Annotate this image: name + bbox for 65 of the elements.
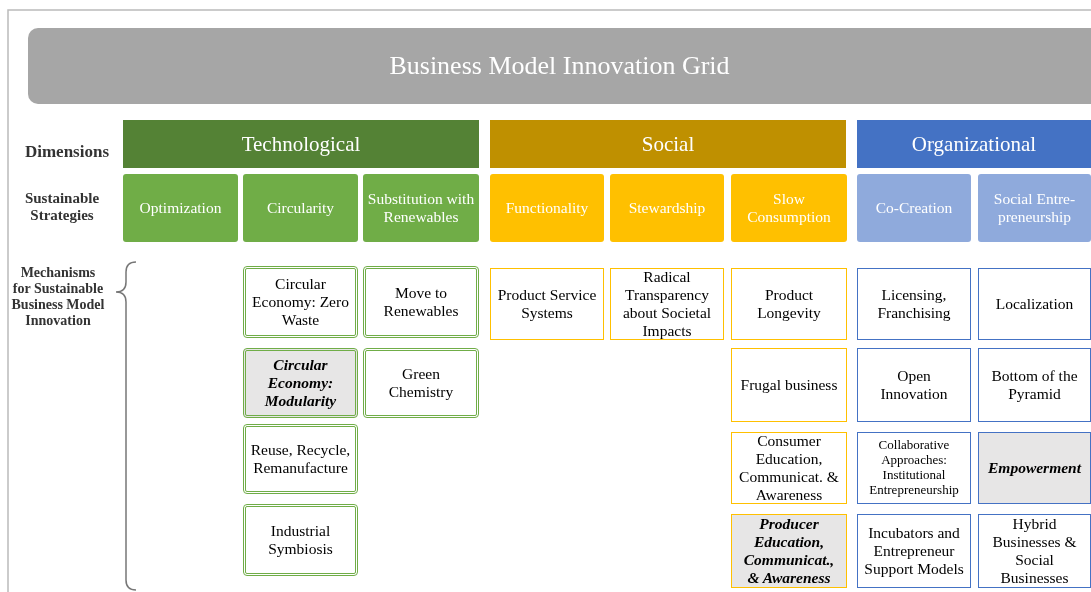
mechanism-box xyxy=(857,348,971,422)
mechanism-box xyxy=(363,266,479,338)
box-text: Circular Economy: Zero Waste xyxy=(251,275,350,329)
mechanism-box xyxy=(978,514,1091,588)
box-text: Empowerment xyxy=(988,459,1081,477)
strategy-box xyxy=(243,174,358,242)
box-text: Green Chemistry xyxy=(387,365,455,401)
strategy-box xyxy=(490,174,604,242)
mechanism-box xyxy=(243,348,358,418)
box-text: Licensing, Franchising xyxy=(876,286,952,322)
dimension-header xyxy=(490,120,846,168)
mechanism-box xyxy=(857,268,971,340)
mechanism-box xyxy=(857,432,971,504)
mechanism-box xyxy=(243,424,358,494)
box-text: Circular Economy: Modularity xyxy=(263,356,338,410)
mechanism-box xyxy=(731,514,847,588)
box-text: Co-Creation xyxy=(875,199,953,217)
box-text: Substitution with Renewables xyxy=(367,190,475,226)
mechanism-box xyxy=(243,504,358,576)
box-text: Frugal business xyxy=(740,376,838,394)
box-text: Organizational xyxy=(911,131,1037,157)
box-text: Social Entre-preneurship xyxy=(992,190,1077,226)
box-text: Functionality xyxy=(505,199,589,217)
strategy-box xyxy=(857,174,971,242)
mechanism-box xyxy=(857,514,971,588)
box-text: Collaborative Approaches: Institutional Entrepreneurship xyxy=(868,438,960,498)
mechanism-box xyxy=(363,348,479,418)
strategy-box xyxy=(610,174,724,242)
row-label: Sustainable Strategies xyxy=(23,190,101,224)
box-text: Localization xyxy=(995,295,1074,313)
row-label: Dimensions xyxy=(23,142,111,162)
box-text: Social xyxy=(641,131,695,157)
title-banner: Business Model Innovation Grid xyxy=(28,28,1091,104)
row-label: Mechanisms for Sustainable Business Model Innovation xyxy=(10,265,106,329)
box-text: Circularity xyxy=(266,199,335,217)
box-text: Open Innovation xyxy=(879,367,949,403)
dimension-header xyxy=(123,120,479,168)
box-text: Hybrid Businesses & Social Businesses xyxy=(991,515,1078,587)
box-text: Move to Renewables xyxy=(382,284,460,320)
mechanism-box xyxy=(490,268,604,340)
box-text: Consumer Education, Communicat. & Awareness xyxy=(738,432,840,504)
mechanism-box xyxy=(731,268,847,340)
strategy-box xyxy=(978,174,1091,242)
box-text: Producer Education, Communicat., & Awareness xyxy=(742,515,836,587)
box-text: Incubators and Entrepreneur Support Models xyxy=(863,524,965,578)
box-text: Product Service Systems xyxy=(496,286,598,322)
mechanism-box xyxy=(610,268,724,340)
box-text: Technological xyxy=(241,131,361,157)
box-text: Stewardship xyxy=(628,199,706,217)
mechanism-box xyxy=(978,268,1091,340)
strategy-box xyxy=(123,174,238,242)
box-text: Radical Transparency about Societal Impacts xyxy=(621,268,713,340)
box-text: Product Longevity xyxy=(756,286,822,322)
dimension-header xyxy=(857,120,1091,168)
mechanism-box xyxy=(731,348,847,422)
strategy-box xyxy=(363,174,479,242)
mechanism-box xyxy=(978,432,1091,504)
box-text: Reuse, Recycle, Remanufacture xyxy=(250,441,351,477)
mechanism-box xyxy=(978,348,1091,422)
strategy-box xyxy=(731,174,847,242)
box-text: Industrial Symbiosis xyxy=(267,522,334,558)
box-text: Slow Consumption xyxy=(746,190,832,226)
box-text: Optimization xyxy=(139,199,222,217)
box-text: Bottom of the Pyramid xyxy=(990,367,1079,403)
mechanism-box xyxy=(243,266,358,338)
